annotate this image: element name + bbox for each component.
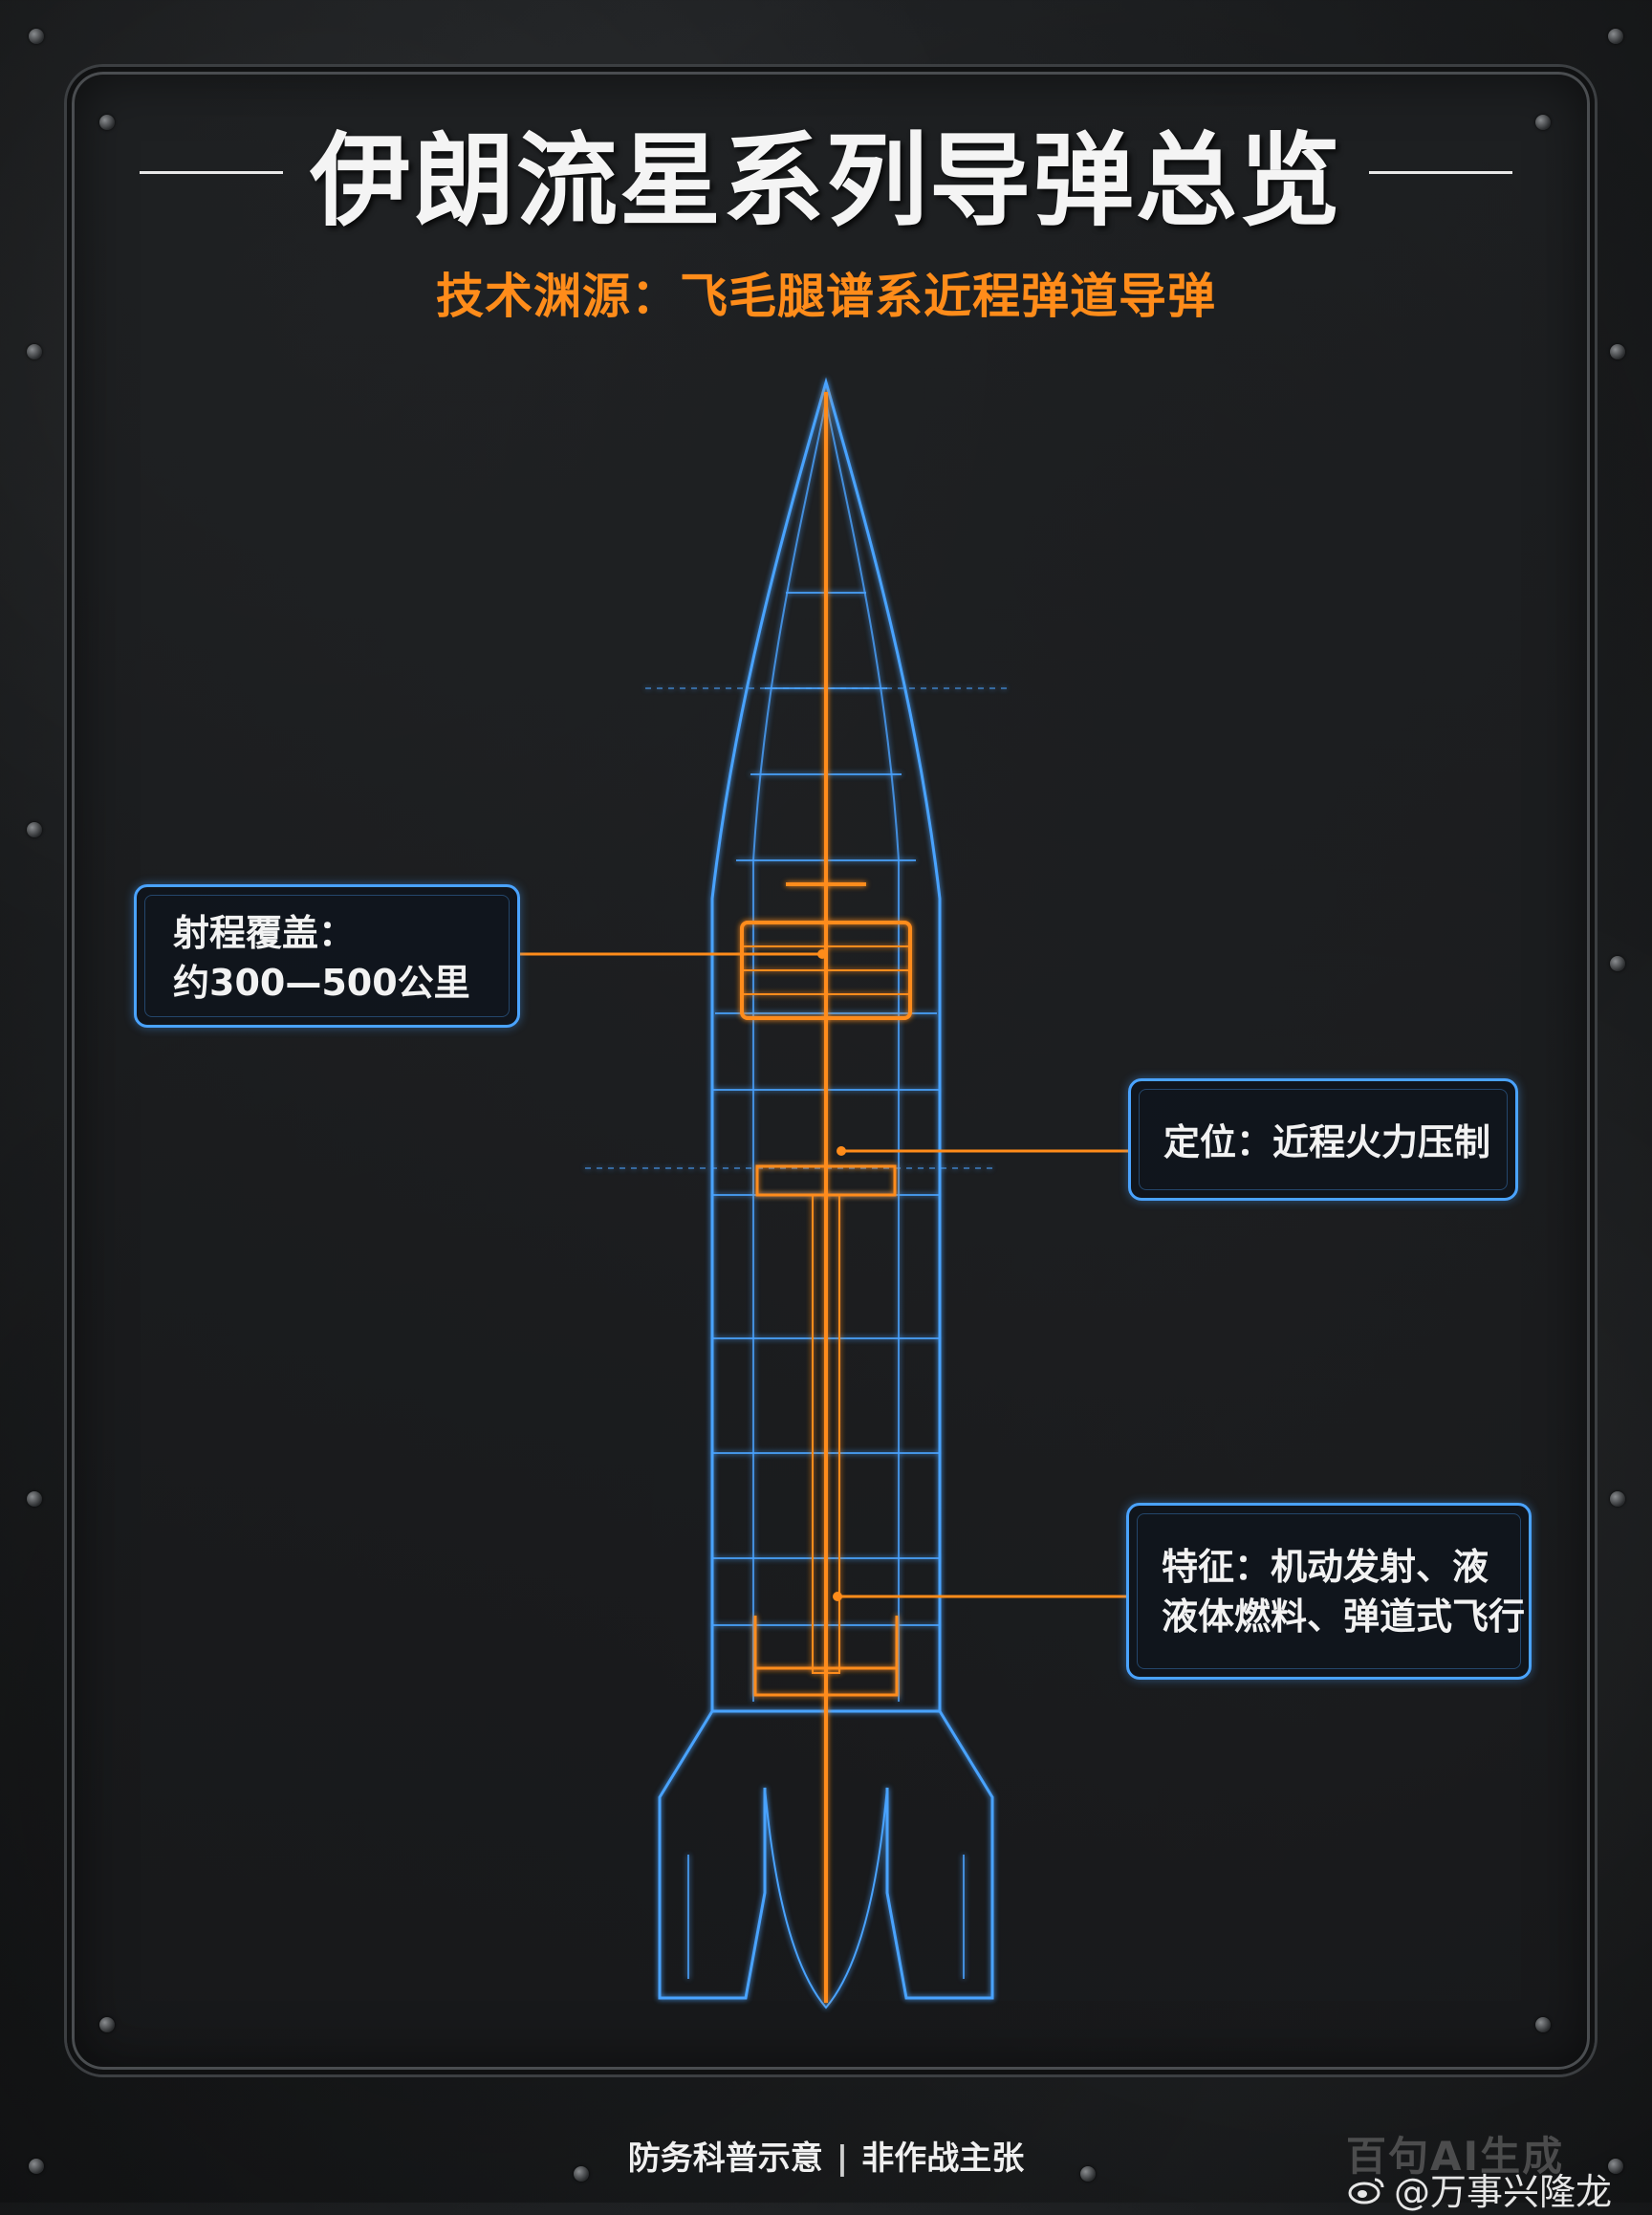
ai-generated-watermark: 百句AI生成: [1346, 2133, 1565, 2180]
footer-left-text: 防务科普示意: [627, 2139, 823, 2178]
role-callout: 定位：近程火力压制: [1128, 1078, 1518, 1201]
rivet: [27, 344, 42, 359]
author-watermark: @万事兴隆龙: [1348, 2162, 1612, 2215]
range-value: 约300—500公里: [173, 962, 470, 1004]
rivet: [1080, 2166, 1096, 2182]
range-label: 射程覆盖：: [173, 912, 356, 954]
rivet: [1610, 344, 1625, 359]
weibo-icon: [1348, 2178, 1384, 2204]
rivet: [1610, 956, 1625, 971]
features-line-2: 液体燃料、弹道式飞行: [1162, 1596, 1526, 1638]
rivet: [99, 115, 115, 130]
author-handle: @万事兴隆龙: [1394, 2171, 1613, 2213]
footer-right-text: 非作战主张: [861, 2139, 1025, 2178]
rivet: [1608, 29, 1623, 44]
rivet: [27, 822, 42, 837]
rivet: [1535, 2017, 1551, 2032]
page-title: 伊朗流星系列导弹总览: [310, 122, 1342, 240]
title-rule-left: [140, 170, 283, 174]
footer-separator: |: [836, 2139, 849, 2178]
page-subtitle: 技术渊源：飞毛腿谱系近程弹道导弹: [436, 269, 1216, 324]
title-rule-right: [1369, 170, 1512, 174]
rivet: [27, 1491, 42, 1507]
footer-disclaimer: 防务科普示意 | 非作战主张: [0, 2132, 1652, 2179]
features-callout: 特征：机动发射、液 液体燃料、弹道式飞行: [1126, 1503, 1532, 1680]
rivet: [1608, 2159, 1623, 2174]
callout-leader-lines: [520, 952, 1128, 1598]
rivet: [29, 2159, 44, 2174]
features-line-1: 特征：机动发射、液: [1162, 1546, 1489, 1588]
role-text: 定位：近程火力压制: [1163, 1121, 1491, 1163]
rivet: [574, 2166, 589, 2182]
rivet: [1535, 115, 1551, 130]
range-callout: 射程覆盖： 约300—500公里: [134, 884, 520, 1028]
rivet: [29, 29, 44, 44]
rivet: [1610, 1491, 1625, 1507]
missile-internal-components: [740, 392, 912, 2003]
rivet: [99, 2017, 115, 2032]
title-row: 伊朗流星系列导弹总览: [0, 115, 1652, 240]
